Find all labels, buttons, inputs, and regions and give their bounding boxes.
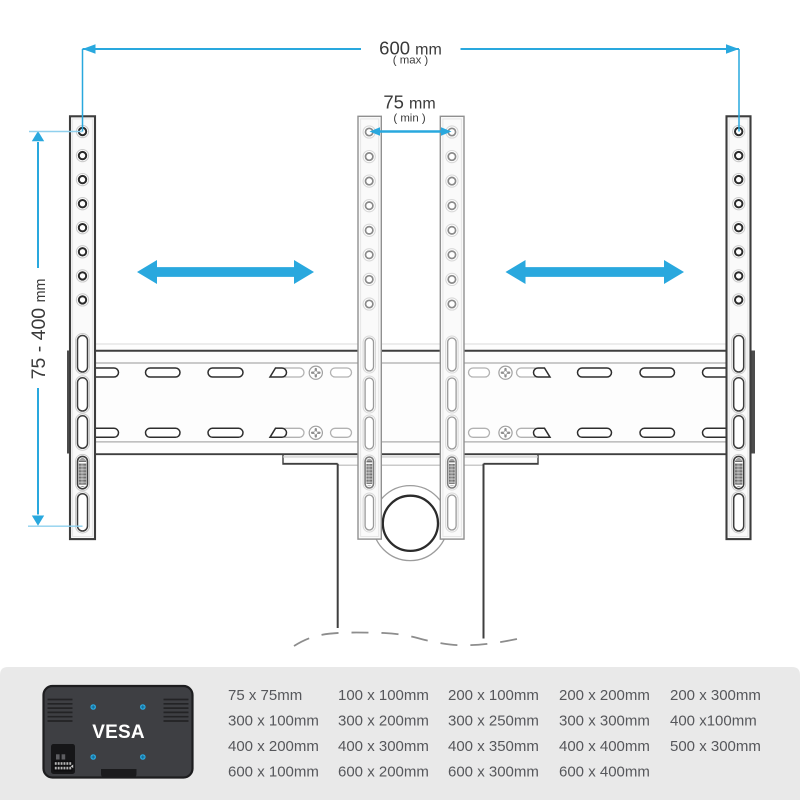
svg-text:600 x 200mm: 600 x 200mm — [338, 764, 429, 781]
svg-text:600 mm: 600 mm — [379, 38, 442, 59]
svg-text:300 x 300mm: 300 x 300mm — [559, 713, 650, 730]
svg-text:600 x 100mm: 600 x 100mm — [228, 764, 319, 781]
svg-text:400 x 350mm: 400 x 350mm — [448, 738, 539, 755]
svg-text:VESA: VESA — [92, 722, 145, 743]
svg-text:300 x 200mm: 300 x 200mm — [338, 713, 429, 730]
svg-text:600 x 400mm: 600 x 400mm — [559, 764, 650, 781]
svg-text:600 x 300mm: 600 x 300mm — [448, 764, 539, 781]
svg-text:200 x 100mm: 200 x 100mm — [448, 687, 539, 704]
svg-text:200 x 200mm: 200 x 200mm — [559, 687, 650, 704]
svg-text:500 x 300mm: 500 x 300mm — [670, 738, 761, 755]
svg-text:300 x 100mm: 300 x 100mm — [228, 713, 319, 730]
svg-text:( min ): ( min ) — [393, 112, 425, 124]
svg-text:400 x100mm: 400 x100mm — [670, 713, 757, 730]
svg-text:100 x 100mm: 100 x 100mm — [338, 687, 429, 704]
svg-text:400 x 300mm: 400 x 300mm — [338, 738, 429, 755]
svg-text:300 x 250mm: 300 x 250mm — [448, 713, 539, 730]
svg-text:400 x 400mm: 400 x 400mm — [559, 738, 650, 755]
svg-text:( max ): ( max ) — [393, 54, 429, 66]
svg-text:200 x 300mm: 200 x 300mm — [670, 687, 761, 704]
svg-text:400 x 200mm: 400 x 200mm — [228, 738, 319, 755]
svg-text:75 mm: 75 mm — [383, 91, 435, 112]
svg-text:75 x 75mm: 75 x 75mm — [228, 687, 302, 704]
svg-text:75 - 400 mm: 75 - 400 mm — [28, 279, 50, 380]
